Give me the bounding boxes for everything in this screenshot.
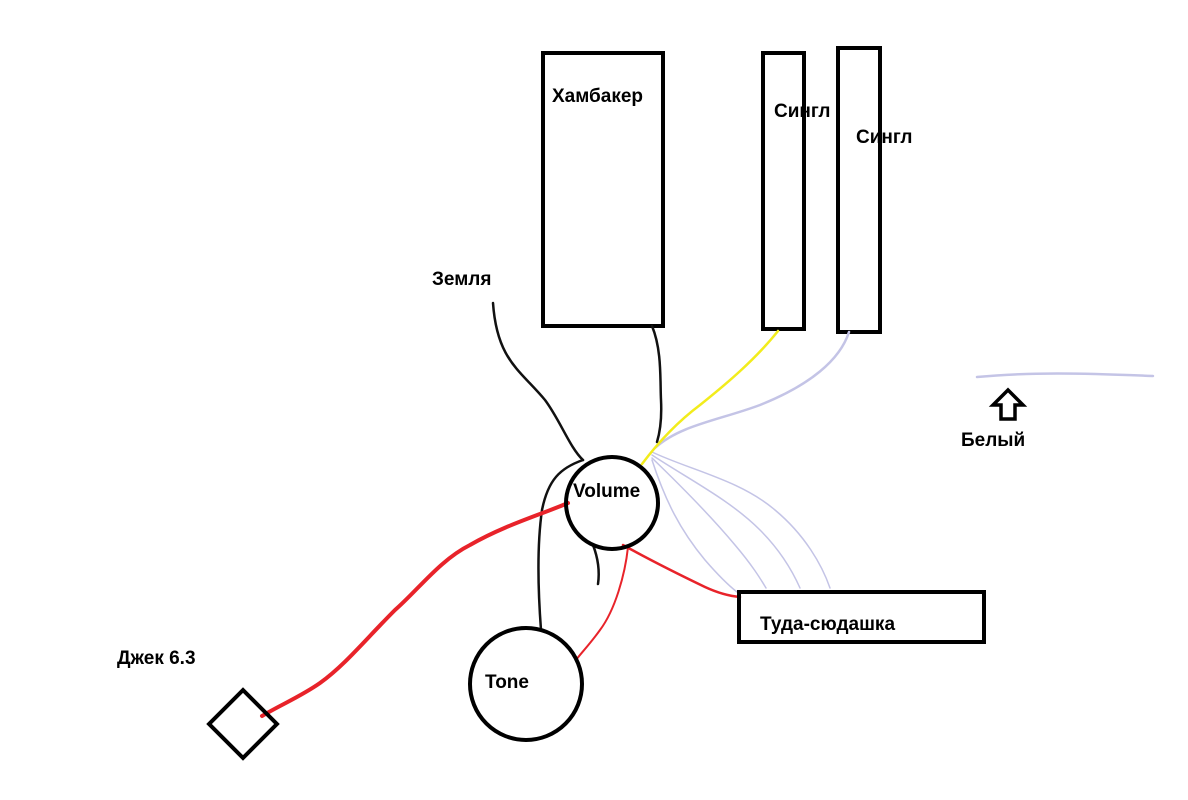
jack-hot-wire (260, 501, 570, 718)
tone-ground-wire (537, 458, 585, 632)
humbucker-pickup (541, 51, 665, 328)
volume-pot (564, 455, 660, 551)
up-arrow-icon (988, 387, 1028, 421)
white-wire-a (651, 451, 831, 589)
white-wire-d (651, 459, 738, 593)
switch-label: Туда-сюдашка (760, 614, 895, 635)
volume-bottom-ground (591, 543, 601, 586)
white-label: Белый (961, 430, 1025, 451)
volume-label: Volume (573, 481, 640, 502)
pickup-switch (737, 590, 986, 644)
single-pickup-1 (761, 51, 806, 331)
humbucker-label: Хамбакер (552, 86, 643, 107)
tone-label: Tone (485, 672, 529, 693)
single-pickup-2 (836, 46, 882, 334)
tone-pot (468, 626, 584, 742)
humbucker-ground-wire (650, 324, 663, 444)
single-2-label: Сингл (856, 127, 912, 148)
ground-label: Земля (432, 269, 491, 290)
jack-label: Джек 6.3 (117, 648, 196, 669)
white-wire-c (651, 457, 767, 589)
output-jack (206, 687, 280, 761)
single-1-yellow-wire (640, 329, 780, 466)
white-wire-b (651, 454, 801, 589)
volume-to-switch-red-wire (621, 543, 742, 599)
single-1-label: Сингл (774, 101, 830, 122)
single-2-wire (653, 330, 851, 450)
white-wire-sample (975, 372, 1155, 379)
ground-wire (491, 301, 585, 462)
volume-to-tone-red-wire (575, 546, 629, 661)
